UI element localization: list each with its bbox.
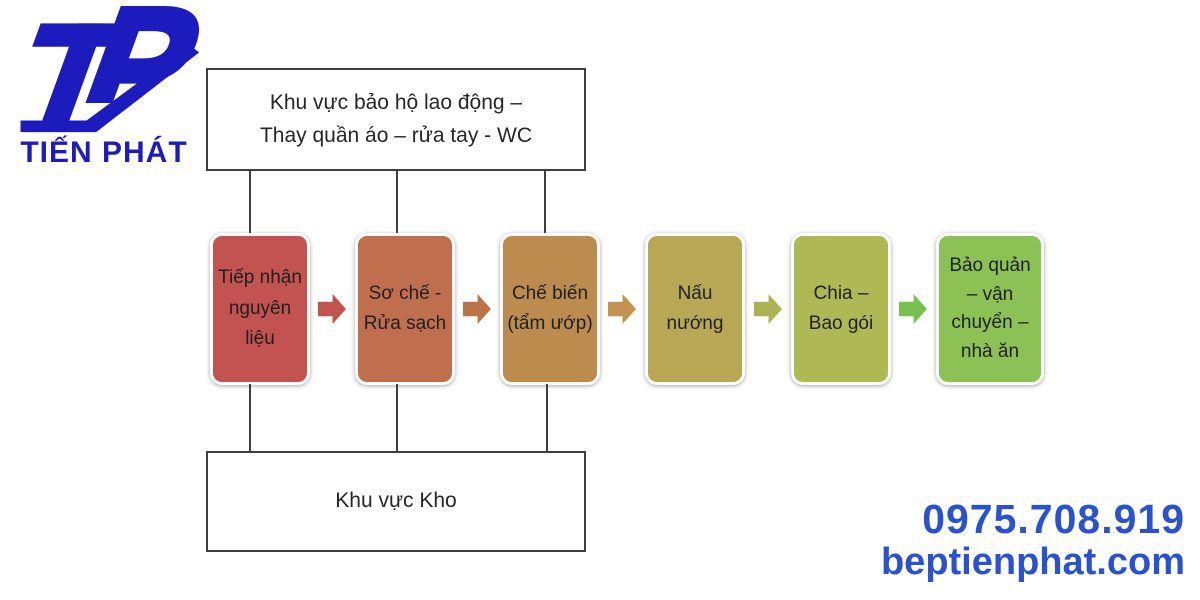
flow-arrow-icon: [754, 294, 782, 324]
zone-box-protective-area: Khu vực bảo hộ lao động – Thay quần áo –…: [206, 68, 586, 171]
zone-box-warehouse: Khu vực Kho: [206, 451, 586, 552]
connector-line: [546, 384, 548, 452]
tien-phat-logo-icon: [20, 5, 200, 133]
step-box-che-bien: Chế biến (tẩm ướp): [500, 233, 600, 385]
step-box-tiep-nhan: Tiếp nhận nguyên liệu: [210, 233, 310, 385]
step-box-so-che: Sơ chế - Rửa sạch: [355, 233, 455, 385]
connector-line: [544, 171, 546, 234]
connector-line: [396, 171, 398, 234]
connector-line: [249, 171, 251, 234]
connector-line: [396, 384, 398, 452]
contact-block: 0975.708.919 beptienphat.com: [880, 496, 1185, 584]
flow-arrow-icon: [463, 294, 491, 324]
flow-arrow-icon: [899, 294, 927, 324]
phone-number: 0975.708.919: [922, 496, 1185, 542]
website-url: beptienphat.com: [880, 541, 1185, 584]
step-box-nau-nuong: Nấu nướng: [645, 233, 745, 385]
connector-line: [249, 384, 251, 452]
flow-arrow-icon: [608, 294, 636, 324]
step-box-chia-bao-goi: Chia – Bao gói: [791, 233, 891, 385]
logo-company-name: TIẾN PHÁT: [20, 136, 188, 169]
flow-arrow-icon: [318, 294, 346, 324]
step-box-bao-quan: Bảo quản – vận chuyển – nhà ăn: [936, 233, 1044, 385]
